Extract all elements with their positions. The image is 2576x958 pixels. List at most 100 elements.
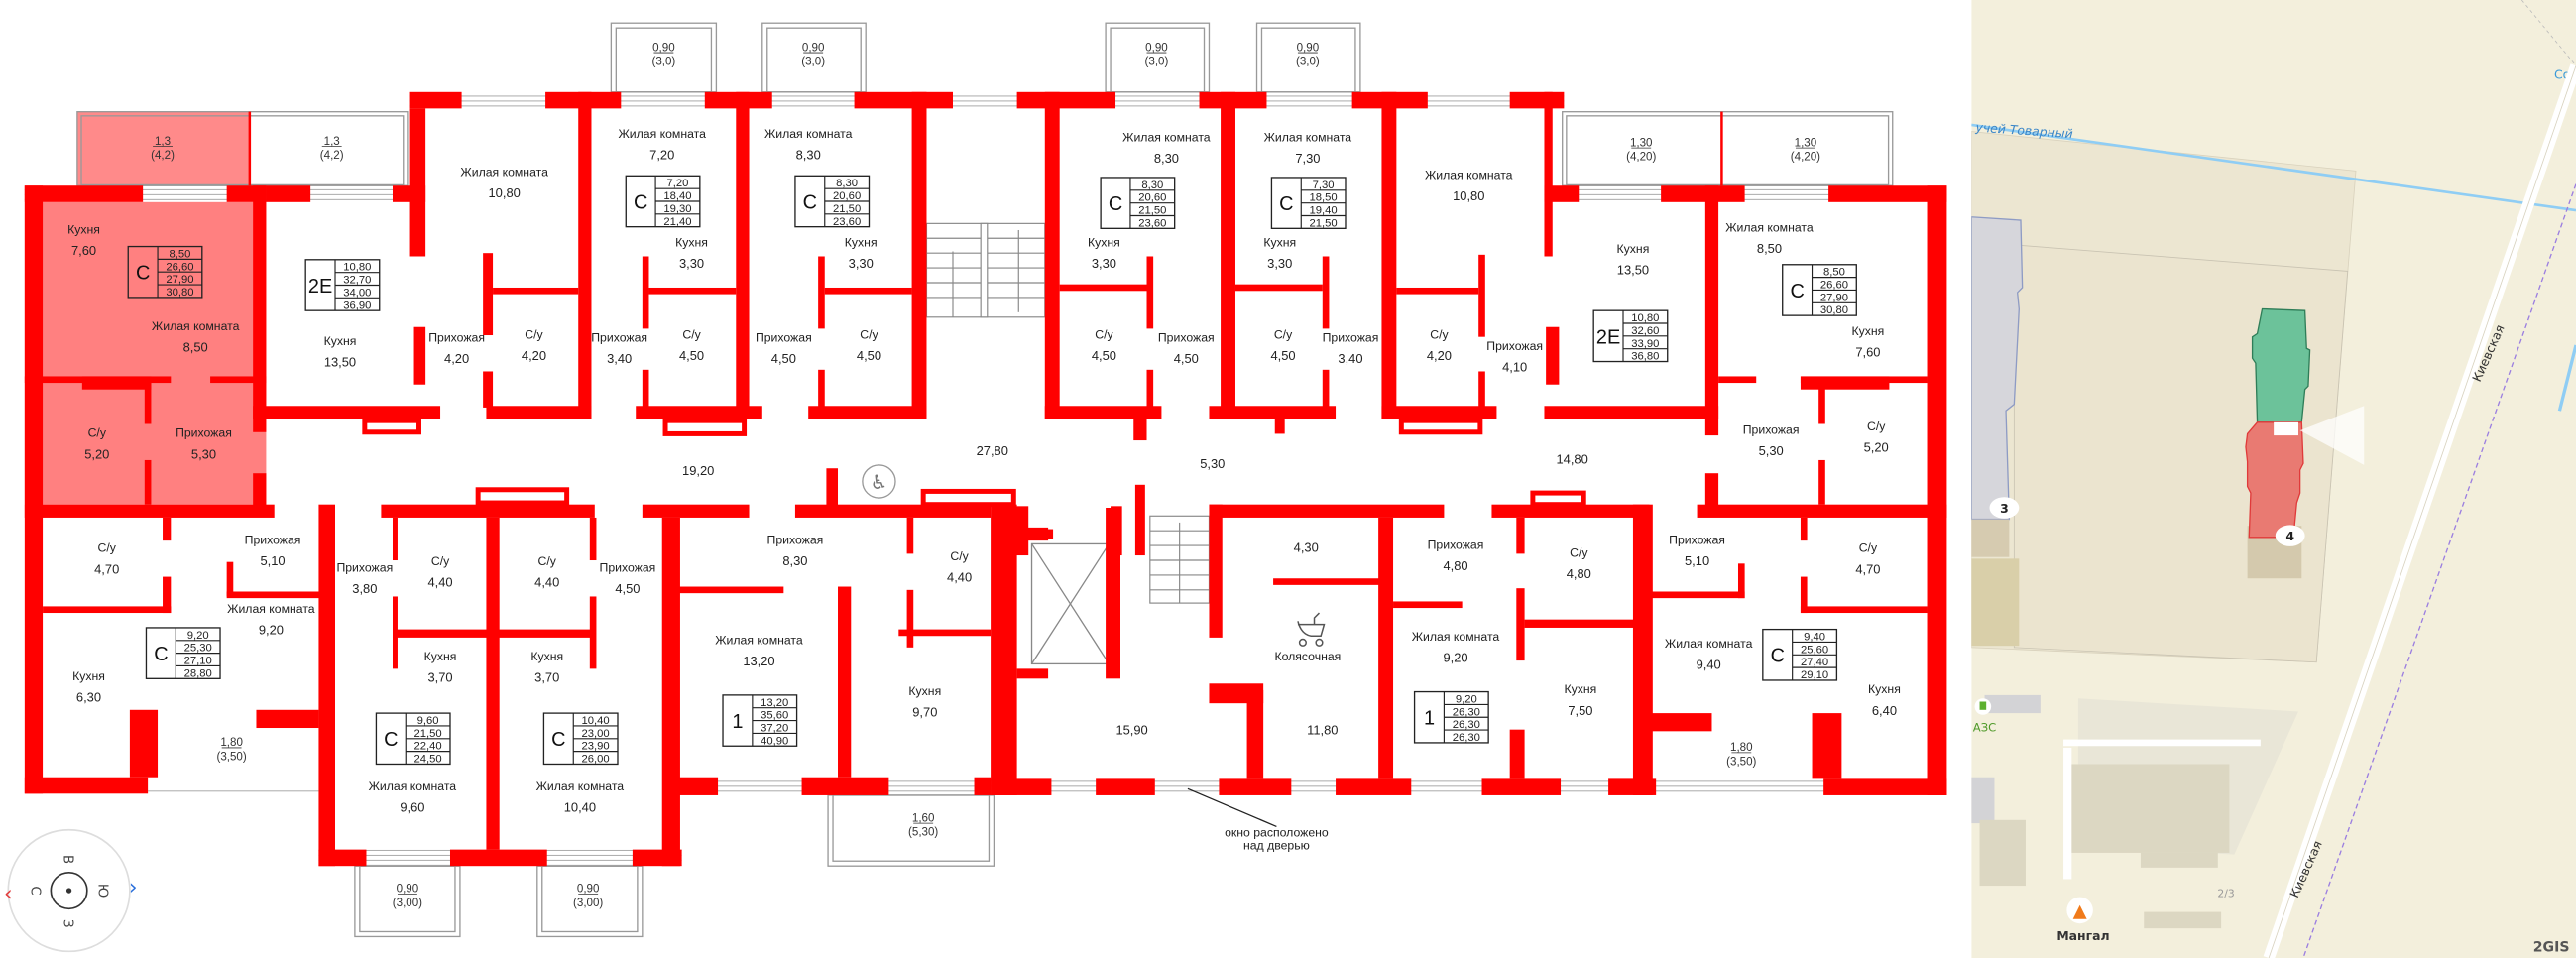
apartment-area-value: 22,40	[414, 741, 442, 753]
apartment[interactable]: 19,2026,3026,3026,30Прихожая4,80С/у4,80Ж…	[1412, 538, 1597, 744]
apartment-area-value: 21,40	[663, 216, 691, 228]
apartment[interactable]: С10,4023,0023,9026,00С/у4,40Прихожая4,50…	[530, 554, 655, 909]
apartment-area-value: 9,60	[417, 715, 439, 727]
wall	[1219, 778, 1292, 795]
apartment-area-value: 27,90	[166, 274, 193, 286]
balcony-full-area: (3,50)	[1726, 756, 1756, 768]
wall	[1246, 689, 1264, 779]
balcony-full-area: (3,0)	[1296, 56, 1320, 67]
building-4-badge[interactable]: 4	[2275, 525, 2305, 546]
room-name: Жилая комната	[764, 127, 853, 141]
room-area: 4,50	[857, 348, 881, 363]
room-name: Жилая комната	[1264, 131, 1352, 145]
apartment-type: С	[1771, 646, 1785, 667]
rotate-right-button[interactable]: ›	[129, 875, 138, 899]
wall	[81, 376, 152, 390]
room-name: Прихожая	[245, 533, 301, 546]
wall	[144, 383, 152, 424]
wall	[1800, 376, 1890, 390]
room-area: 5,30	[1759, 443, 1784, 458]
location-map[interactable]: учей Товарный Сор Киевская Киевская 3 4	[1971, 0, 2576, 958]
room-name: Кухня	[675, 236, 708, 250]
compass-north-label: С	[27, 886, 42, 895]
apartment-area-value: 28,80	[184, 667, 212, 679]
wall	[661, 517, 680, 867]
room-area: 5,10	[1685, 553, 1709, 568]
apartment-area-value: 7,30	[1313, 180, 1335, 191]
wall	[1016, 668, 1049, 679]
wall	[632, 849, 682, 867]
apartment-type: С	[136, 263, 150, 285]
building-4-selected-section[interactable]	[2245, 421, 2304, 539]
wall	[144, 459, 152, 505]
wall	[253, 406, 441, 419]
wall	[801, 777, 889, 795]
apartment-area-value: 23,60	[833, 216, 861, 228]
room-name: Кухня	[908, 684, 941, 698]
apartment[interactable]: С9,2025,3027,1028,80С/у4,70Прихожая5,10Ж…	[72, 533, 315, 763]
note-leader-line	[1187, 787, 1277, 828]
apartment-area-value: 24,50	[414, 754, 442, 766]
wall	[991, 778, 1052, 795]
compass-widget[interactable]: В Ю З С ‹ ›	[4, 828, 138, 953]
svg-text:Мангал: Мангал	[2056, 928, 2109, 943]
room-name: С/у	[1859, 541, 1878, 555]
balcony-area: 0,90	[1145, 42, 1168, 54]
apartment-area-value: 23,90	[582, 741, 610, 753]
apartment-type: 1	[732, 711, 743, 733]
room-area: 4,40	[947, 570, 972, 585]
apartment-type: 2Е	[1596, 326, 1620, 348]
wall	[483, 371, 494, 408]
building-3-badge[interactable]: 3	[1989, 497, 2020, 519]
room-area: 10,80	[489, 185, 521, 200]
common-area-value: 19,20	[682, 463, 714, 478]
apartment-area-value: 8,30	[836, 178, 858, 189]
building-4-other-section[interactable]	[2251, 307, 2311, 423]
rotate-left-button[interactable]: ‹	[4, 882, 13, 906]
apartment[interactable]: С9,4025,6027,4029,10Прихожая5,10С/у4,70Ж…	[1665, 533, 1901, 768]
apartment-area-value: 21,50	[833, 203, 861, 215]
wall	[163, 576, 172, 614]
room-area: 5,30	[191, 446, 216, 461]
room-name: Прихожая	[600, 561, 656, 575]
room-name: Прихожая	[591, 331, 647, 345]
wall	[826, 468, 839, 507]
brand-logo: 2GIS	[2533, 939, 2570, 955]
mangal-poi[interactable]: ▲ Мангал	[2056, 897, 2110, 943]
selected-apartment-highlight[interactable]	[24, 111, 267, 505]
room-name: С/у	[525, 327, 543, 341]
room-name: Прихожая	[767, 533, 824, 546]
room-area: 8,30	[782, 553, 807, 568]
wall	[1273, 578, 1380, 585]
room-area: 9,60	[400, 800, 424, 815]
stream-line	[1971, 123, 2576, 212]
wall	[1134, 407, 1145, 439]
wall	[1516, 588, 1525, 661]
apartment-area-value: 33,90	[1631, 338, 1659, 350]
apartment[interactable]: С9,6021,5022,4024,50Прихожая3,80С/у4,40К…	[336, 554, 456, 909]
wall	[1096, 778, 1155, 795]
room-name: Кухня	[67, 222, 100, 236]
gas-station-poi[interactable]: АЗС	[1973, 698, 1996, 734]
wall	[1478, 254, 1485, 337]
room-area: 5,20	[84, 446, 109, 461]
apartment-area-value: 26,60	[1820, 280, 1848, 292]
room-area: 3,30	[849, 256, 874, 271]
balcony-full-area: (3,0)	[651, 56, 675, 67]
wall	[1146, 256, 1154, 329]
wall	[1800, 606, 1928, 614]
wall	[578, 91, 592, 419]
room-name: С/у	[88, 426, 107, 440]
common-area-value: 4,30	[1294, 540, 1319, 555]
